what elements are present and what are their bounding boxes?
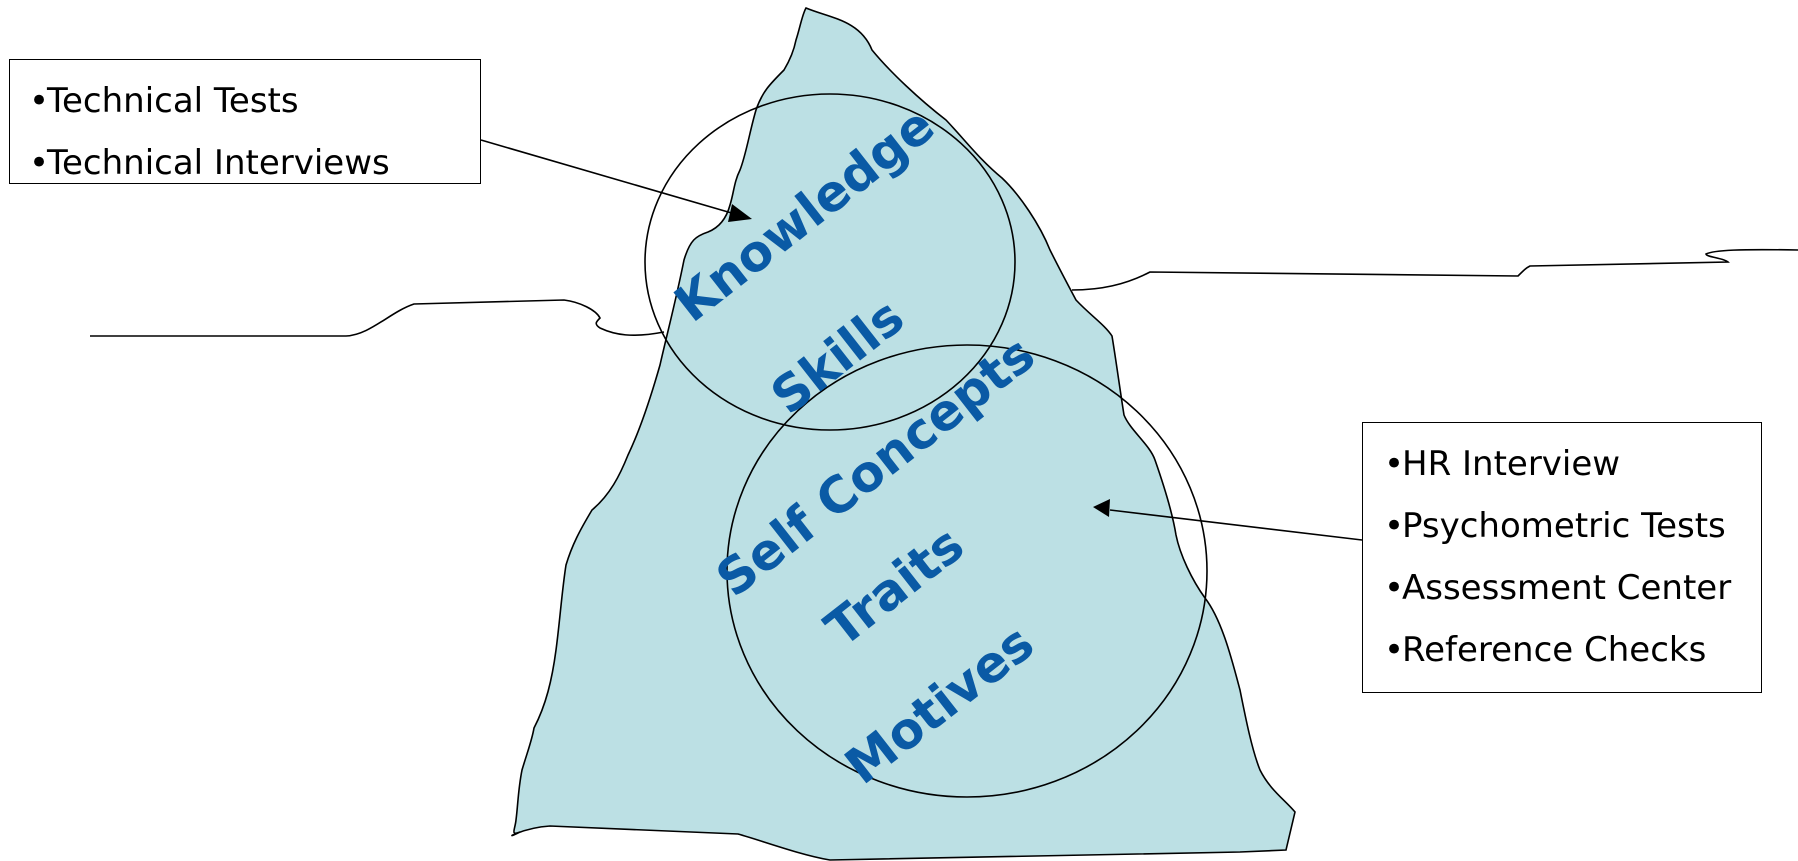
bullet: • — [29, 81, 50, 121]
bullet: • — [1384, 444, 1405, 484]
item-label: HR Interview — [1402, 444, 1621, 484]
behavioral-assessment-list: •HR Interview •Psychometric Tests •Asses… — [1384, 433, 1761, 681]
water-line-right — [1071, 248, 1798, 291]
arrow-left-head — [728, 204, 752, 222]
item-label: Reference Checks — [1402, 630, 1707, 670]
arrow-right-head — [1093, 499, 1110, 517]
item-label: Technical Tests — [47, 81, 299, 121]
traits-motives-circle — [726, 344, 1208, 798]
bullet: • — [29, 143, 50, 183]
list-item: •Psychometric Tests — [1384, 495, 1761, 557]
bullet: • — [1384, 506, 1405, 546]
bullet: • — [1384, 630, 1405, 670]
technical-assessment-box: •Technical Tests •Technical Interviews — [9, 59, 481, 184]
list-item: •Technical Interviews — [29, 132, 480, 194]
item-label: Technical Interviews — [47, 143, 390, 183]
arrow-left-line — [480, 139, 736, 215]
bullet: • — [1384, 568, 1405, 608]
list-item: •Assessment Center — [1384, 557, 1761, 619]
list-item: •Reference Checks — [1384, 619, 1761, 681]
item-label: Psychometric Tests — [1402, 506, 1726, 546]
technical-assessment-list: •Technical Tests •Technical Interviews — [29, 70, 480, 194]
behavioral-assessment-box: •HR Interview •Psychometric Tests •Asses… — [1362, 422, 1762, 693]
list-item: •Technical Tests — [29, 70, 480, 132]
water-line-left — [90, 299, 665, 337]
iceberg-shape — [511, 6, 1296, 861]
item-label: Assessment Center — [1402, 568, 1732, 608]
list-item: •HR Interview — [1384, 433, 1761, 495]
arrow-right-line — [1109, 509, 1363, 541]
knowledge-skills-circle — [644, 93, 1016, 431]
